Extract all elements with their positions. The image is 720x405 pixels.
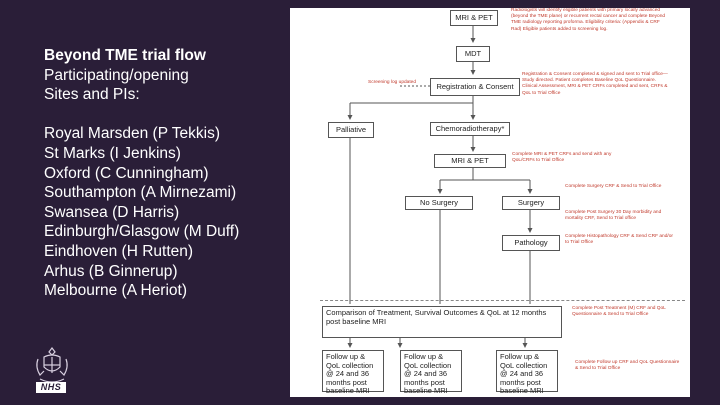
site-item: St Marks (I Jenkins) [44,144,181,162]
note-screening: Screening log updated [368,80,417,85]
flow-box-followup: Follow up & QoL collection @ 24 and 36 m… [400,350,462,395]
nhs-logo: NHS [36,382,66,393]
site-item: Oxford (C Cunningham) [44,164,209,182]
note-top: Radiologists will identify eligible pati… [511,8,666,32]
note-pathology: Complete Histopathology CRF & Send CRF a… [565,234,673,246]
flow-box-mri-pet-2: MRI & PET [434,154,506,168]
slide-title: Beyond TME trial flow [44,47,206,64]
note-followup: Complete Follow up CRF and QoL Questionn… [575,360,680,372]
sidebar-text: Beyond TME trial flow Participating/open… [44,46,284,301]
site-item: Edinburgh/Glasgow (M Duff) [44,223,240,241]
note-post-treatment: Complete Post Treatment (M) CRF and QoL … [572,306,666,318]
slide-subtitle-line1: Participating/opening [44,66,189,84]
site-item: Melbourne (A Heriot) [44,282,188,300]
spacer [44,105,284,125]
dashed-separator [320,300,685,301]
flow-box-palliative: Palliative [328,122,374,138]
trial-flowchart: MRI & PET MDT Registration & Consent Pal… [290,8,690,397]
flow-box-no-surgery: No Surgery [405,196,473,210]
slide-subtitle-line2: Sites and PIs: [44,86,140,104]
flow-arrows [347,26,533,348]
flow-box-chemoradiotherapy: Chemoradiotherapy* [430,122,510,136]
note-surgery-crf: Complete Surgery CRF & Send to Trial Off… [565,184,662,189]
flow-box-registration: Registration & Consent [430,78,520,96]
royal-crest-icon [36,347,68,383]
flow-box-pathology: Pathology [502,235,560,251]
note-post-surgery: Complete Post Surgery 30 Day morbidity a… [565,210,662,222]
site-item: Arhus (B Ginnerup) [44,262,178,280]
flow-box-followup: Follow up & QoL collection @ 24 and 36 m… [496,350,558,395]
flow-box-surgery: Surgery [502,196,560,210]
flow-box-mdt: MDT [456,46,490,62]
site-item: Royal Marsden (P Tekkis) [44,125,221,143]
flow-box-mri-pet: MRI & PET [450,10,498,26]
note-mri-pet: Complete MRI & PET CRFs and send with an… [512,152,612,164]
site-item: Eindhoven (H Rutten) [44,242,194,260]
flow-box-comparison: Comparison of Treatment, Survival Outcom… [322,306,562,338]
site-item: Swansea (D Harris) [44,203,180,221]
site-item: Southampton (A Mirnezami) [44,184,237,202]
flow-box-followup: Follow up & QoL collection @ 24 and 36 m… [322,350,384,395]
note-registration: Registration & Consent completed & signe… [522,72,668,96]
